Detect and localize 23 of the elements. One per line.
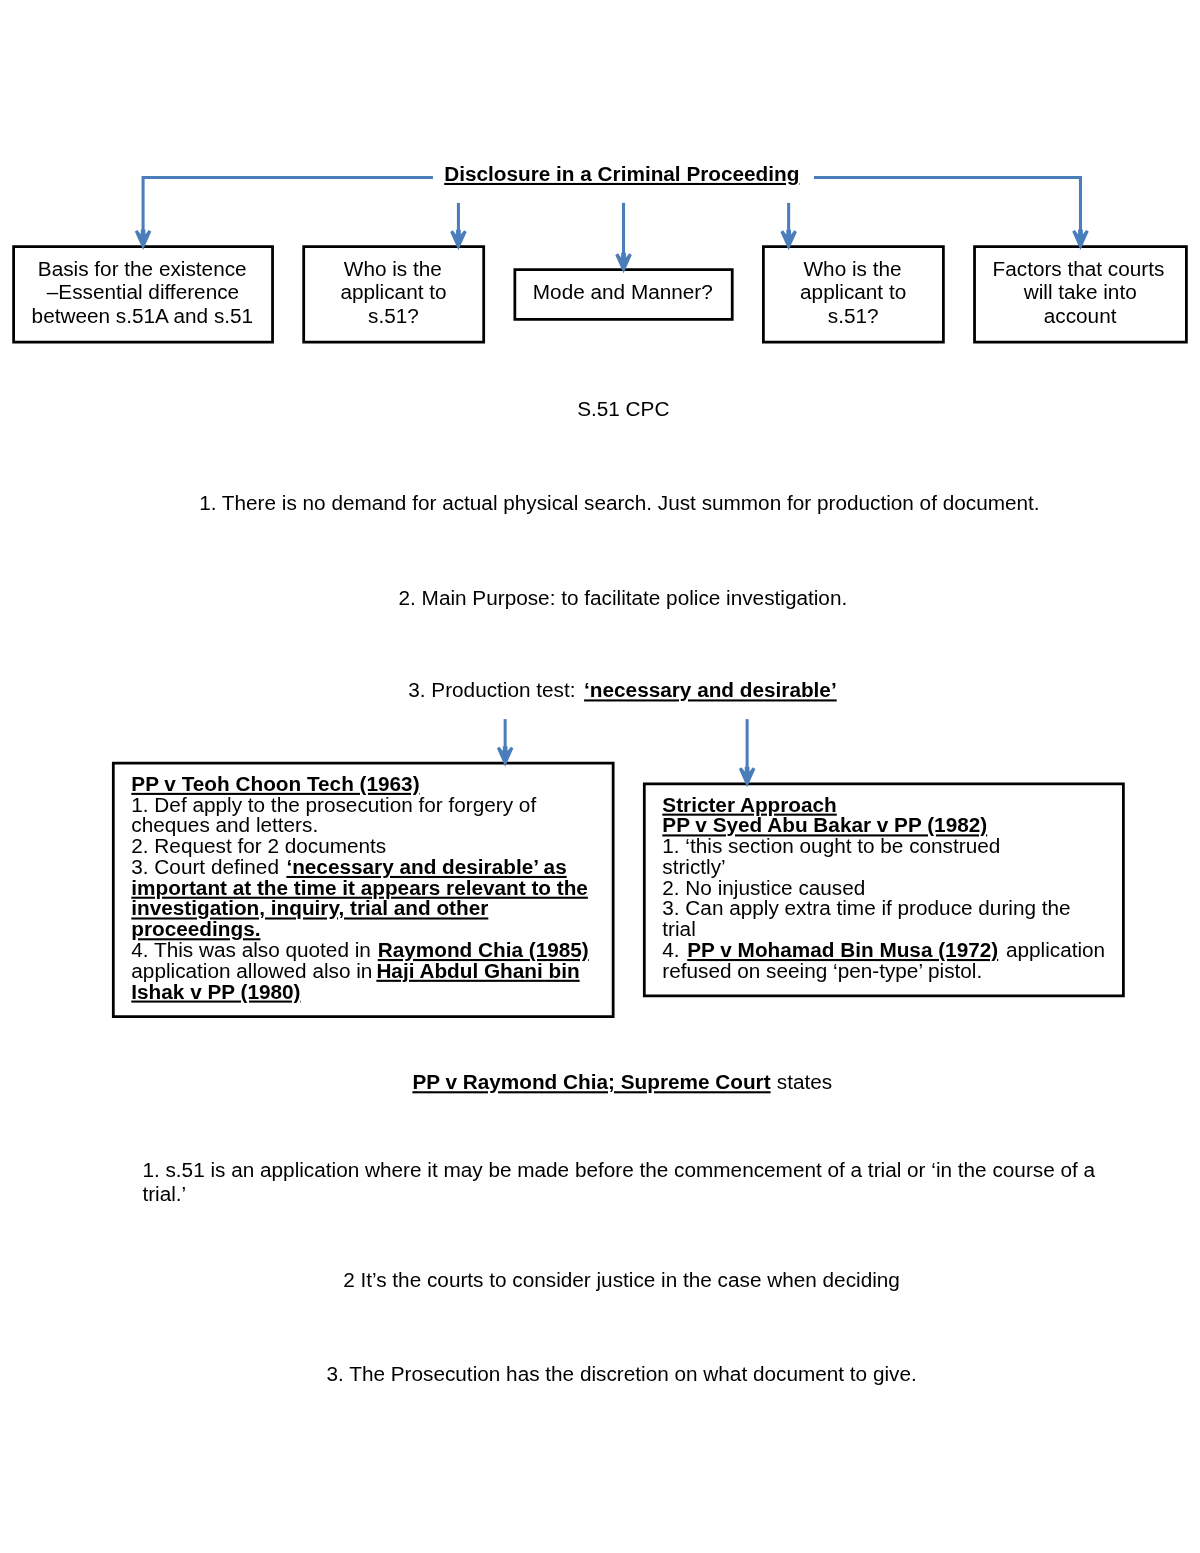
- arrow: [450, 202, 467, 248]
- label: 1. There is no demand for actual physical search. Just summon for production of document.: [199, 490, 1040, 514]
- arrow: [738, 718, 756, 785]
- arrow: [615, 202, 632, 271]
- arrow: [134, 175, 433, 248]
- arrow: [780, 202, 798, 248]
- node-box: PP v Teoh Choon Tech (1963) 1. Def apply to the prosecution for forgery of cheques and letters. 2. Request for 2 documents 3. Court defined ‘necessary and desirable’ as important at the time it appears relevant to the investigation, inquiry, trial and other proceedings. 4. This was also quoted in Raymond Chia (1985) application allowed also in Haji Abdul Ghani bin Ishak v PP (1980): [111, 761, 615, 1018]
- label: 3. The Prosecution has the discretion on what document to give.: [326, 1361, 917, 1385]
- label: 2 It’s the courts to consider justice in the case when deciding: [343, 1267, 900, 1291]
- label: 2. Main Purpose: to facilitate police investigation.: [398, 585, 848, 609]
- label: S.51 CPC: [577, 396, 670, 420]
- node-text: Disclosure in a Criminal Proceeding: [444, 161, 800, 185]
- node-box: Mode and Manner?: [513, 267, 734, 321]
- node-box: Basis for the existence –Essential difference between s.51A and s.51: [12, 244, 274, 344]
- node-box: Who is the applicant to s.51?: [302, 244, 486, 344]
- node-box: Factors that courts will take into account: [973, 244, 1188, 344]
- arrow: [496, 718, 514, 764]
- arrow: [814, 175, 1089, 248]
- node-text: 3. Production test: ‘necessary and desirable’: [408, 677, 837, 701]
- label: PP v Raymond Chia; Supreme Court states: [412, 1069, 833, 1093]
- label: 1. s.51 is an application where it may be made before the commencement of a trial or ‘in the course of a trial.’: [142, 1157, 1096, 1205]
- node-box: Stricter Approach PP v Syed Abu Bakar v PP (1982) 1. ‘this section ought to be construed strictly’ 2. No injustice caused 3. Can apply extra time if produce during the trial 4. PP v Mohamad Bin Musa (1972) application refused on seeing ‘pen-type’ pistol.: [642, 782, 1125, 997]
- node-box: Who is the applicant to s.51?: [762, 244, 945, 344]
